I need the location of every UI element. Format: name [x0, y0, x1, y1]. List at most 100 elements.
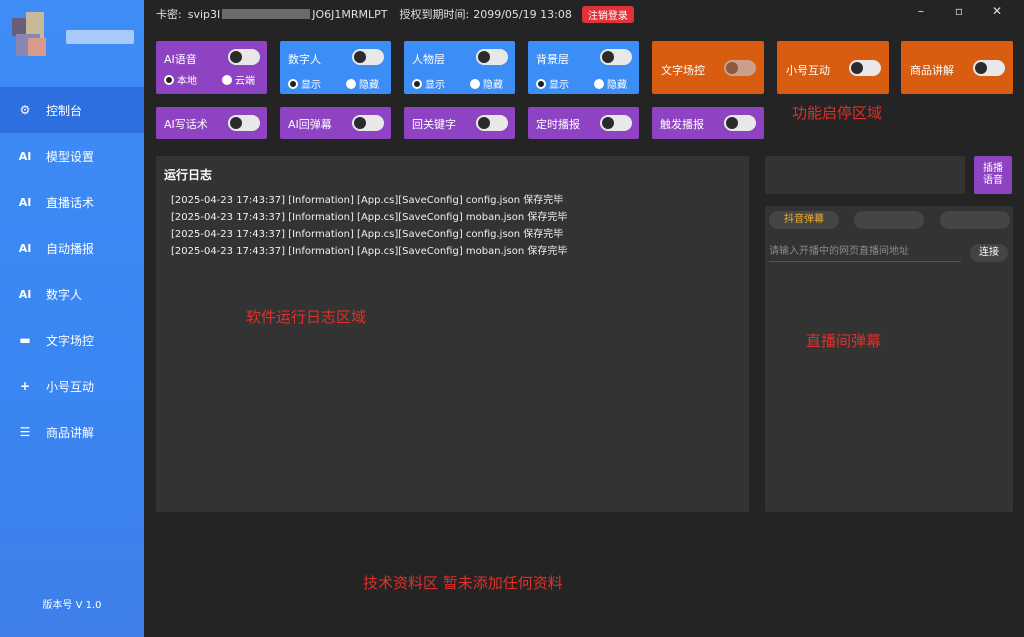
sidebar-item-label: 控制台: [46, 103, 83, 118]
text-control-toggle[interactable]: [724, 60, 756, 76]
radio-hide[interactable]: 隐藏: [346, 76, 379, 91]
radio-label: 本地: [177, 76, 197, 87]
close-icon[interactable]: ✕: [991, 4, 1003, 18]
bg-layer-card: 背景层 显示 隐藏: [528, 41, 639, 94]
text-control-label: 文字场控: [661, 64, 705, 77]
tab-empty-1[interactable]: [854, 211, 924, 229]
radio-local[interactable]: 本地: [164, 72, 197, 87]
app-name-masked: [66, 30, 134, 44]
ai-script-card: AI写话术: [156, 107, 267, 139]
gear-icon: ⚙: [19, 103, 31, 117]
window-controls: – ▫ ✕: [902, 4, 1016, 18]
ai-script-label: AI写话术: [164, 118, 208, 131]
logout-button[interactable]: 注销登录: [581, 5, 634, 23]
minimize-icon[interactable]: –: [918, 4, 924, 18]
sidebar: ⚙ 控制台 AI 模型设置 AI 直播话术 AI 自动播报 AI 数字人 ▬ 文…: [0, 0, 144, 637]
insert-btn-line: 语音: [983, 175, 1003, 186]
alt-interact-label: 小号互动: [786, 64, 830, 77]
digital-human-card: 数字人 显示 隐藏: [280, 41, 391, 94]
sidebar-item-label: 自动播报: [46, 241, 95, 256]
ai-voice-label: AI语音: [164, 53, 197, 66]
person-layer-toggle[interactable]: [476, 49, 508, 65]
alt-interact-toggle[interactable]: [849, 60, 881, 76]
radio-hide[interactable]: 隐藏: [594, 76, 627, 91]
sidebar-item-digital-human[interactable]: AI 数字人: [0, 271, 144, 317]
app-logo: [12, 12, 48, 60]
sidebar-item-label: 文字场控: [46, 333, 95, 348]
log-line: [2025-04-23 17:43:37] [Information] [App…: [171, 195, 564, 206]
card-key-prefix: svip3I: [187, 7, 221, 21]
sidebar-item-product-explain[interactable]: ☰ 商品讲解: [0, 409, 144, 455]
expire-value: 2099/05/19 13:08: [473, 7, 572, 21]
reply-keyword-card: 回关键字: [404, 107, 515, 139]
text-control-card: 文字场控: [652, 41, 764, 94]
tab-douyin-danmu[interactable]: 抖音弹幕: [769, 211, 839, 229]
radio-show[interactable]: 显示: [412, 76, 445, 91]
ai-reply-label: AI回弹幕: [288, 118, 332, 131]
tab-empty-2[interactable]: [940, 211, 1010, 229]
ai-icon: AI: [18, 241, 32, 255]
radio-label: 显示: [301, 80, 321, 91]
log-list: [2025-04-23 17:43:37] [Information] [App…: [171, 192, 567, 260]
person-layer-card: 人物层 显示 隐藏: [404, 41, 515, 94]
log-title: 运行日志: [164, 168, 213, 182]
bg-layer-label: 背景层: [536, 53, 569, 66]
ai-reply-card: AI回弹幕: [280, 107, 391, 139]
insert-voice-button[interactable]: 插播 语音: [974, 156, 1012, 194]
expire-label: 授权到期时间:: [399, 8, 470, 21]
sidebar-item-text-control[interactable]: ▬ 文字场控: [0, 317, 144, 363]
ai-voice-card: AI语音 本地 云端: [156, 41, 267, 94]
func-area-note: 功能启停区域: [792, 104, 883, 122]
bg-layer-toggle[interactable]: [600, 49, 632, 65]
ai-icon: AI: [18, 287, 32, 301]
trigger-broadcast-toggle[interactable]: [724, 115, 756, 131]
timed-broadcast-label: 定时播报: [536, 118, 580, 131]
sidebar-item-model-settings[interactable]: AI 模型设置: [0, 133, 144, 179]
radio-label: 隐藏: [483, 80, 503, 91]
person-layer-label: 人物层: [412, 53, 445, 66]
ai-reply-toggle[interactable]: [352, 115, 384, 131]
card-key-mask: [222, 9, 311, 19]
sidebar-item-auto-broadcast[interactable]: AI 自动播报: [0, 225, 144, 271]
digital-human-toggle[interactable]: [352, 49, 384, 65]
version-label: 版本号 V 1.0: [42, 600, 102, 611]
connect-button[interactable]: 连接: [970, 244, 1008, 262]
radio-hide[interactable]: 隐藏: [470, 76, 503, 91]
log-line: [2025-04-23 17:43:37] [Information] [App…: [171, 246, 568, 257]
chat-icon: ▬: [19, 333, 31, 347]
log-panel: 运行日志 [2025-04-23 17:43:37] [Information]…: [156, 156, 749, 512]
radio-show[interactable]: 显示: [288, 76, 321, 91]
reply-keyword-toggle[interactable]: [476, 115, 508, 131]
insert-voice-input[interactable]: [765, 156, 965, 194]
timed-broadcast-toggle[interactable]: [600, 115, 632, 131]
timed-broadcast-card: 定时播报: [528, 107, 639, 139]
sidebar-item-label: 模型设置: [46, 149, 95, 164]
license-bar: 卡密: svip3I JO6J1MRMLPT 授权到期时间: 2099/05/1…: [156, 5, 634, 23]
ai-script-toggle[interactable]: [228, 115, 260, 131]
radio-label: 隐藏: [359, 80, 379, 91]
ai-voice-toggle[interactable]: [228, 49, 260, 65]
add-user-icon: +: [19, 379, 31, 393]
sidebar-item-console[interactable]: ⚙ 控制台: [0, 87, 144, 133]
log-line: [2025-04-23 17:43:37] [Information] [App…: [171, 212, 568, 223]
radio-label: 云端: [235, 76, 255, 87]
maximize-icon[interactable]: ▫: [954, 4, 964, 18]
danmu-panel: 抖音弹幕 连接 直播间弹幕: [765, 206, 1013, 512]
sidebar-item-label: 直播话术: [46, 195, 95, 210]
product-explain-toggle[interactable]: [973, 60, 1005, 76]
tech-area-note: 技术资料区 暂未添加任何资料: [363, 574, 563, 592]
radio-label: 显示: [425, 80, 445, 91]
sidebar-item-live-script[interactable]: AI 直播话术: [0, 179, 144, 225]
radio-cloud[interactable]: 云端: [222, 72, 255, 87]
sidebar-item-alt-interact[interactable]: + 小号互动: [0, 363, 144, 409]
radio-show[interactable]: 显示: [536, 76, 569, 91]
danmu-area-note: 直播间弹幕: [806, 332, 882, 350]
reply-keyword-label: 回关键字: [412, 118, 456, 131]
trigger-broadcast-label: 触发播报: [660, 118, 704, 131]
digital-human-label: 数字人: [288, 53, 321, 66]
ai-icon: AI: [18, 195, 32, 209]
ai-icon: AI: [18, 149, 32, 163]
radio-label: 显示: [549, 80, 569, 91]
log-line: [2025-04-23 17:43:37] [Information] [App…: [171, 229, 564, 240]
live-url-input[interactable]: [769, 242, 961, 262]
